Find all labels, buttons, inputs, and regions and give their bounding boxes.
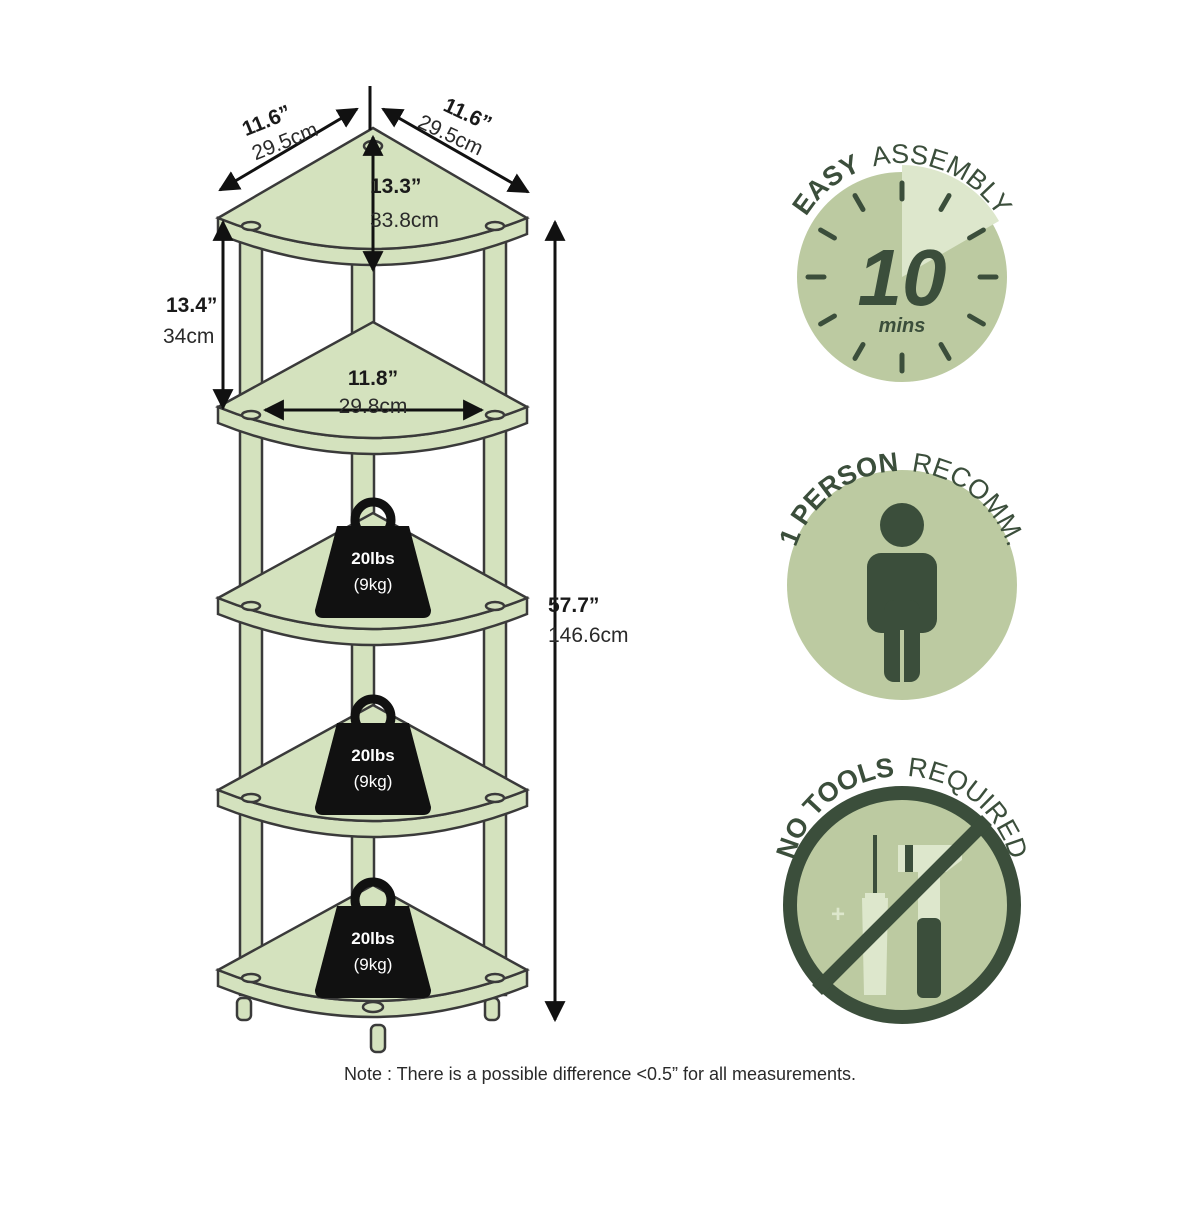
weight-lbs: 20lbs (351, 929, 394, 948)
weight-tag-1: 20lbs (9kg) (315, 497, 431, 618)
clock-highlight-wedge (902, 165, 999, 277)
weight-body (315, 723, 431, 815)
post-hole (240, 409, 262, 421)
shelves (215, 126, 530, 1019)
weight-tag-3: 20lbs (9kg) (315, 877, 431, 998)
post-hole (240, 220, 262, 232)
weight-body (315, 526, 431, 618)
foot-back (369, 1023, 387, 1054)
badge-easy-assembly: 10 mins EASY ASSEMBLY (786, 139, 1018, 382)
post-hole (240, 792, 262, 804)
dim-total-height-metric: 146.6cm (548, 624, 629, 647)
dim-shelf-gap-metric: 34cm (163, 325, 214, 348)
dimension-lines (212, 86, 566, 1023)
weight-kg: (9kg) (354, 772, 393, 791)
post-hole-bottom (361, 1000, 385, 1014)
dim-inner-width-metric: 29.8cm (339, 395, 408, 418)
weight-kg: (9kg) (354, 955, 393, 974)
foot-left (235, 996, 253, 1022)
post-hole (484, 972, 506, 984)
measurement-note: Note : There is a possible difference <0… (343, 1064, 857, 1084)
foot-right (483, 996, 501, 1022)
post-hole (484, 409, 506, 421)
dim-total-height-imperial: 57.7” (548, 594, 599, 617)
clock-tick (818, 313, 837, 327)
dim-depth-imperial: 13.3” (370, 175, 421, 198)
clock-tick (852, 342, 866, 361)
post-hole (484, 600, 506, 612)
dim-line-side-left (218, 107, 359, 192)
clock-tick (818, 227, 837, 241)
assembly-number: 10 (858, 233, 947, 322)
post-hole (484, 220, 506, 232)
post-hole (240, 600, 262, 612)
clock-tick (938, 193, 952, 212)
dim-line-side-right (381, 107, 530, 194)
clock-tick (967, 313, 986, 327)
person-icon (867, 503, 937, 682)
weight-kg: (9kg) (354, 575, 393, 594)
weight-tag-2: 20lbs (9kg) (315, 694, 431, 815)
clock-icon (805, 180, 999, 374)
no-tools-slash (812, 815, 992, 995)
assembly-unit: mins (879, 315, 926, 337)
clock-tick (967, 227, 986, 241)
clock-tick (938, 342, 952, 361)
dim-depth-metric: 33.8cm (370, 209, 439, 232)
badge-no-tools: + NO TOOLS REQUIRED (770, 752, 1034, 1024)
badge-one-person: 1 PERSON RECOMM. (773, 447, 1031, 700)
post-hole (484, 792, 506, 804)
post-hole (240, 972, 262, 984)
dim-shelf-gap-imperial: 13.4” (166, 294, 217, 317)
weight-tags: 20lbs (9kg) 20lbs (9kg) 20lbs (9kg) (315, 497, 431, 998)
weight-lbs: 20lbs (351, 746, 394, 765)
dim-inner-width-imperial: 11.8” (348, 367, 398, 390)
clock-tick (852, 193, 866, 212)
weight-body (315, 906, 431, 998)
weight-lbs: 20lbs (351, 549, 394, 568)
svg-text:+: + (831, 901, 845, 928)
